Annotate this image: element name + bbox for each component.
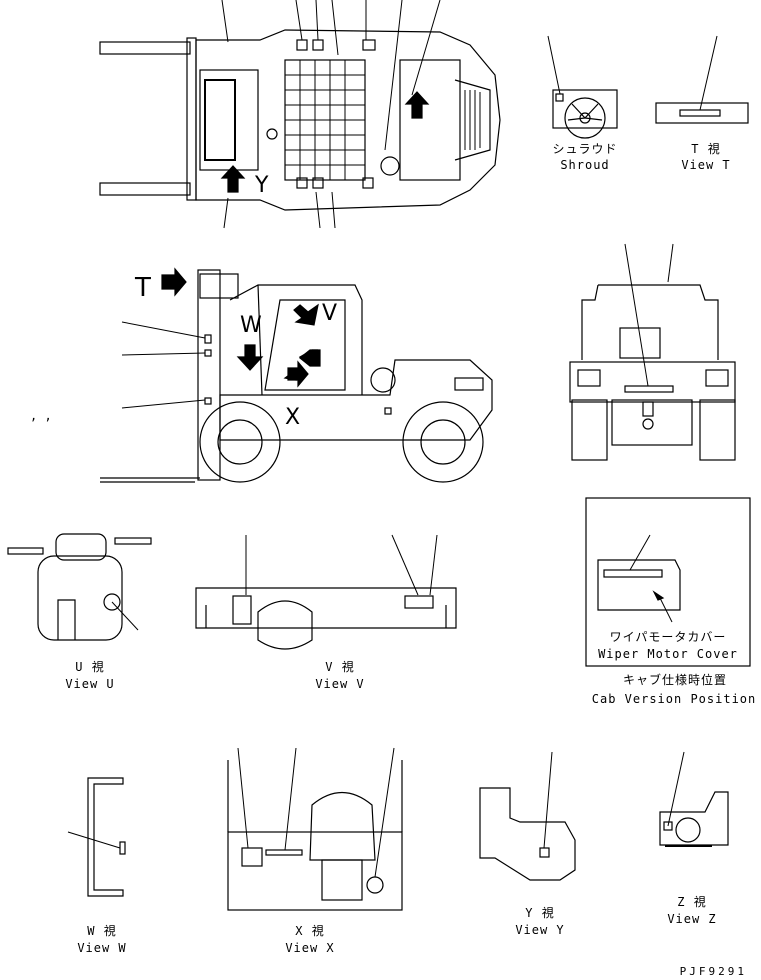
view-x-icon — [227, 747, 403, 911]
view-z-icon — [659, 751, 729, 847]
view-t-icon — [655, 35, 749, 124]
label-x: X — [285, 405, 300, 430]
caption-view-y-en: View Y — [515, 923, 565, 937]
caption-cab-jp: キャブ仕様時位置 — [622, 673, 727, 687]
caption-wiper-en: Wiper Motor Cover — [598, 647, 738, 661]
wiper-panel — [585, 497, 751, 667]
drawing-code: PJF9291 — [679, 965, 747, 978]
side-view — [100, 267, 493, 483]
caption-view-y-jp: Y 視 — [525, 906, 555, 920]
rear-view — [569, 243, 736, 461]
caption-view-u-en: View U — [65, 677, 115, 691]
label-w: W — [240, 313, 262, 338]
caption-shroud-en: Shroud — [560, 158, 610, 172]
caption-view-w-jp: W 視 — [87, 924, 117, 938]
view-w-icon — [67, 777, 126, 897]
caption-view-t-en: View T — [681, 158, 731, 172]
label-t: T — [134, 273, 151, 303]
shroud-icon — [547, 35, 618, 139]
caption-view-t-jp: T 視 — [691, 142, 721, 156]
caption-shroud-jp: シュラウド — [552, 142, 618, 156]
caption-view-x-en: View X — [285, 941, 335, 955]
caption-wiper-jp: ワイパモータカバー — [609, 630, 727, 644]
label-y-top: Y — [254, 173, 269, 198]
view-v-icon — [195, 534, 457, 650]
caption-view-v-jp: V 視 — [325, 660, 355, 674]
label-commas: , , — [30, 409, 52, 423]
label-v: V — [322, 301, 337, 326]
caption-view-w-en: View W — [77, 941, 127, 955]
caption-view-z-jp: Z 視 — [677, 895, 707, 909]
caption-view-x-jp: X 視 — [295, 924, 325, 938]
caption-view-u-jp: U 視 — [75, 660, 105, 674]
caption-view-v-en: View V — [315, 677, 365, 691]
top-view — [99, 0, 501, 229]
view-y-icon — [479, 751, 576, 881]
caption-cab-en: Cab Version Position — [591, 692, 757, 706]
view-u-icon — [7, 533, 152, 641]
caption-view-z-en: View Z — [667, 912, 717, 926]
